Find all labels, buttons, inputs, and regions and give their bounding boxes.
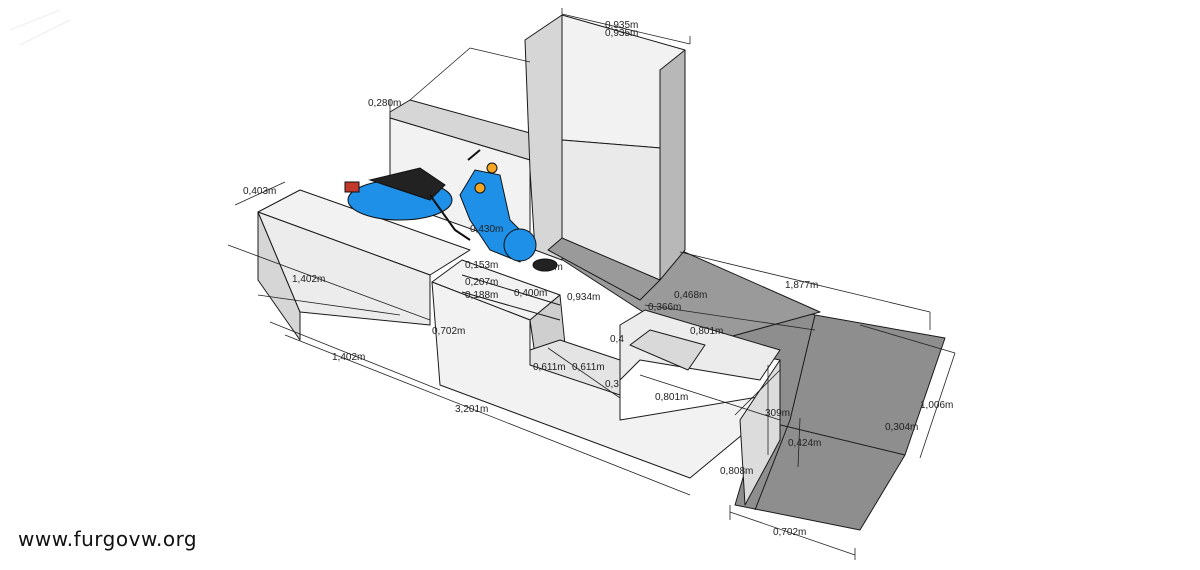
scooter-icon <box>344 167 471 241</box>
dim-label-1402-upper: 1,402m <box>292 274 325 285</box>
sink <box>629 329 706 371</box>
dim-label-207: 0,207m <box>465 277 498 288</box>
dim-label-1402-lower: 1,402m <box>332 352 365 363</box>
dim-label-58: 0,58m <box>535 262 563 273</box>
dim-label-3201: 3,201m <box>455 404 488 415</box>
bench-side <box>257 211 431 326</box>
wardrobe-base <box>547 237 661 301</box>
dim-label-801-lower: 0,801m <box>655 392 688 403</box>
dim-label-top-b: 0,935m <box>605 28 638 39</box>
counter-lower <box>529 339 621 396</box>
dim-label-611-b: 0,611m <box>572 362 605 373</box>
dim-label-403: 0,403m <box>243 186 276 197</box>
dim-label-280: 0,280m <box>368 98 401 109</box>
dim-label-430: 0,430m <box>470 224 503 235</box>
dim-label-top-a: 0,935m <box>605 20 638 31</box>
scooter-icon <box>459 149 558 272</box>
dim-label-702-left: 0,702m <box>432 326 465 337</box>
dim-label-702-right: 0,702m <box>773 527 806 538</box>
site-watermark: www.furgovw.org <box>18 527 198 551</box>
dim-label-153: 0,153m <box>465 260 498 271</box>
dim-label-4-partial: 0,4 <box>610 334 624 345</box>
dimension-labels: 0,935m 0,935m 0,280m 0,403m 0,430m 1,402… <box>243 20 953 538</box>
dim-label-808: 0,808m <box>720 466 753 477</box>
dim-label-1006: 1,006m <box>920 400 953 411</box>
dim-label-468: 0,468m <box>674 290 707 301</box>
dim-label-304: 0,304m <box>885 422 918 433</box>
dim-label-611-a: 0,611m <box>533 362 566 373</box>
dim-label-366: 0,366m <box>648 302 681 313</box>
counter-side <box>739 359 781 506</box>
wardrobe-right-face <box>659 49 686 281</box>
dim-label-188: 0,188m <box>465 290 498 301</box>
dimension-lines <box>227 8 956 560</box>
dim-label-309: 309m <box>765 408 790 419</box>
dim-label-801-upper: 0,801m <box>690 326 723 337</box>
dim-label-3-partial: 0,3 <box>605 379 619 390</box>
dim-label-1877: 1,877m <box>785 280 818 291</box>
wardrobe-left-face <box>524 14 563 261</box>
dim-label-400: 0,400m <box>514 288 547 299</box>
dim-label-934: 0,934m <box>567 292 600 303</box>
dim-label-424: 0,424m <box>788 438 821 449</box>
